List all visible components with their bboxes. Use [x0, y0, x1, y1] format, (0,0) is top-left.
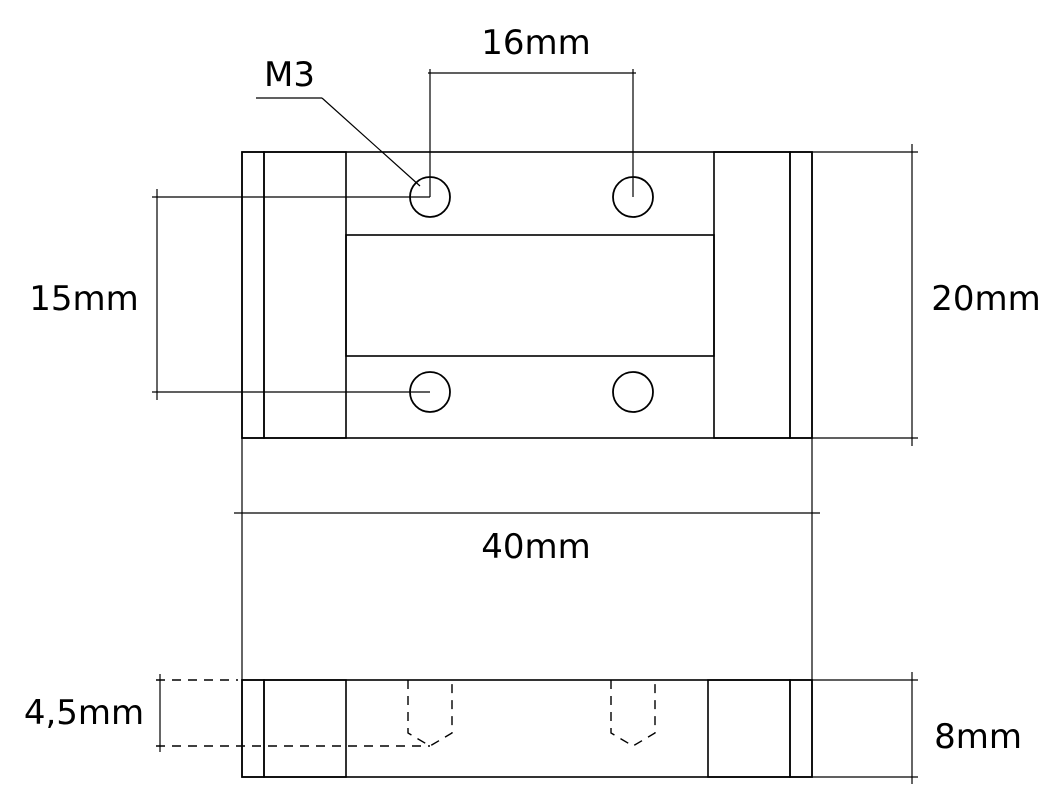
label-8mm: 8mm — [934, 717, 1022, 757]
thread-callout: M3 — [256, 55, 421, 187]
dim-height: 20mm — [812, 144, 1041, 446]
side-left-inner-block — [263, 679, 347, 778]
label-m3: M3 — [264, 55, 315, 95]
side-view-outline — [241, 679, 813, 778]
left-inner-block — [263, 151, 347, 439]
right-inner-block — [713, 151, 791, 439]
dim-width: 40mm — [234, 438, 820, 680]
side-right-outer-strip — [789, 679, 813, 778]
side-view — [241, 679, 813, 778]
hidden-hole-left — [407, 680, 453, 747]
dim-hole-depth: 4,5mm — [24, 674, 430, 752]
center-bar — [345, 234, 715, 357]
dim-hole-spacing-y: 15mm — [29, 189, 430, 400]
dim-thickness: 8mm — [812, 672, 1022, 784]
label-16mm: 16mm — [481, 23, 591, 63]
top-view-outline — [241, 151, 813, 439]
side-right-inner-block — [707, 679, 791, 778]
dim-hole-spacing-x: 16mm — [428, 23, 636, 197]
label-40mm: 40mm — [481, 527, 591, 567]
right-outer-strip — [789, 151, 813, 439]
label-15mm: 15mm — [29, 279, 139, 319]
side-left-outer-strip — [241, 679, 265, 778]
top-view — [241, 151, 813, 439]
label-20mm: 20mm — [931, 279, 1041, 319]
hole-bottom-right — [612, 371, 654, 413]
label-4-5mm: 4,5mm — [24, 693, 144, 733]
left-outer-strip — [241, 151, 265, 439]
hidden-hole-right — [610, 680, 656, 747]
